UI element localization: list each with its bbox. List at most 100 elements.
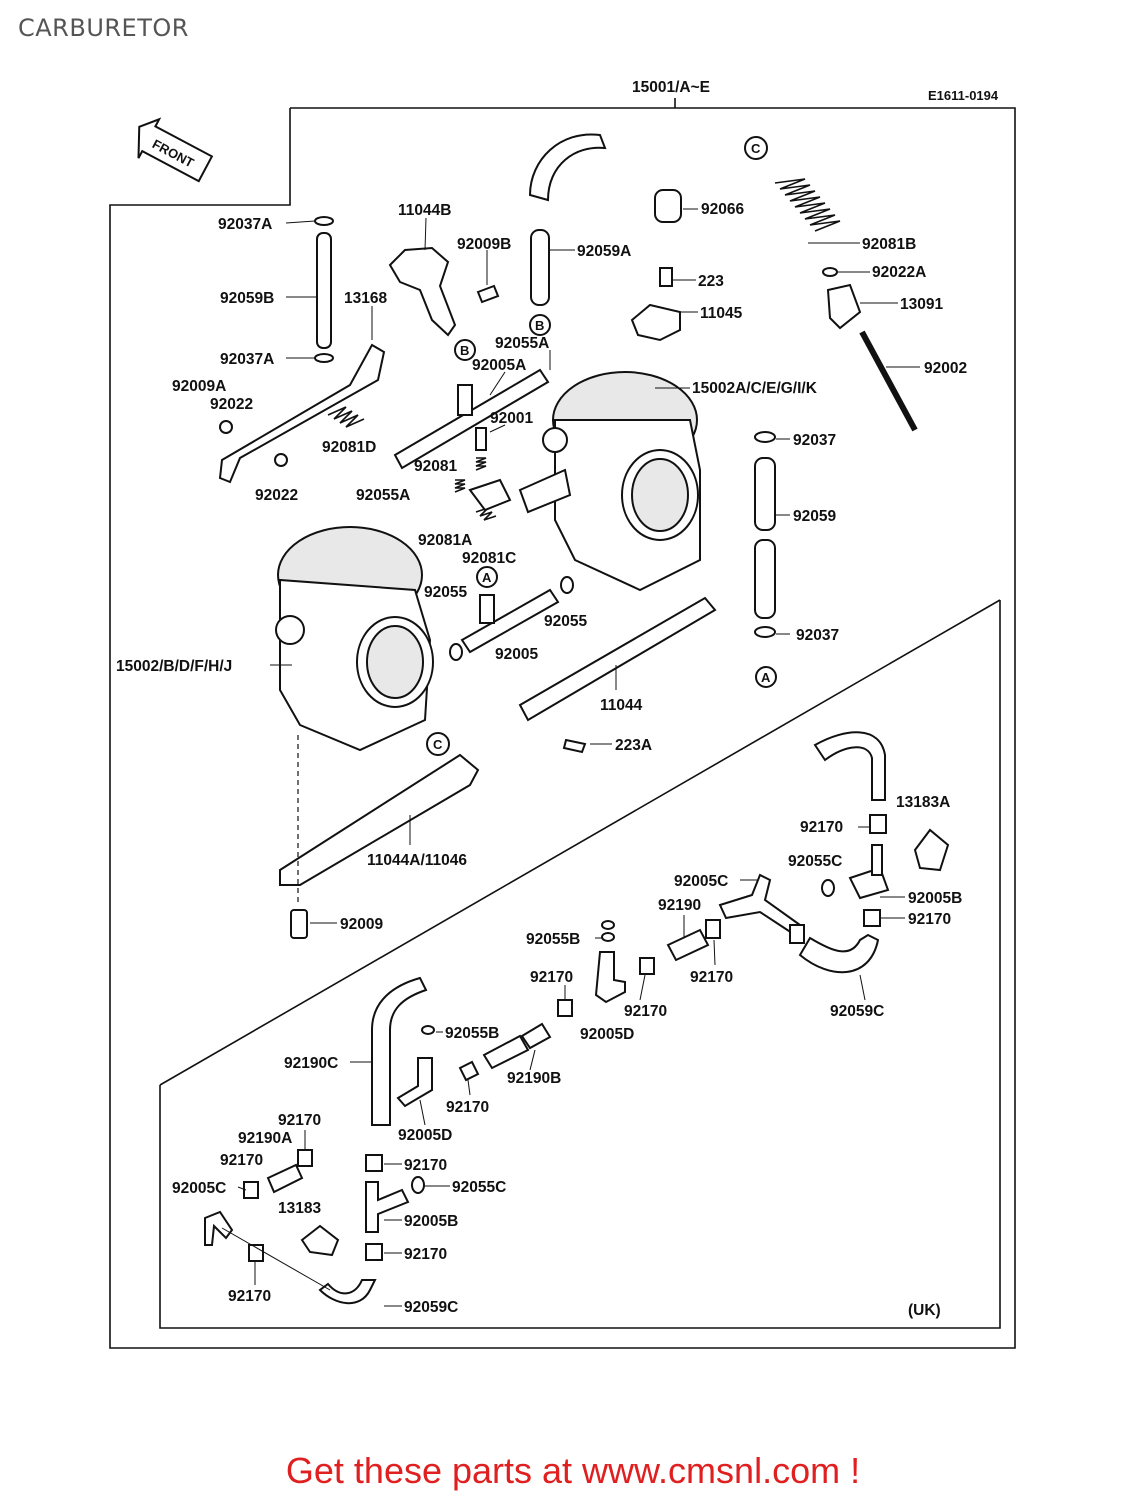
label-92005b-1: 92005B xyxy=(908,890,962,907)
hose-92059c-1 xyxy=(798,933,880,974)
label-92005b-2: 92005B xyxy=(404,1213,458,1230)
label-92066: 92066 xyxy=(701,201,744,218)
label-92059c-2: 92059C xyxy=(404,1299,458,1316)
label-92170-3: 92170 xyxy=(690,969,733,986)
clip-13183a xyxy=(913,828,950,872)
clip-13183 xyxy=(300,1224,340,1257)
label-92037a-1: 92037A xyxy=(218,216,272,233)
label-92055c-2: 92055C xyxy=(452,1179,506,1196)
cap-92066 xyxy=(654,189,682,223)
label-92001: 92001 xyxy=(490,410,533,427)
label-92022-2: 92022 xyxy=(255,487,298,504)
label-92081a: 92081A xyxy=(418,532,472,549)
label-92170-8: 92170 xyxy=(220,1152,263,1169)
label-13091: 13091 xyxy=(900,296,943,313)
label-92170-2: 92170 xyxy=(908,911,951,928)
hose-uk-upper xyxy=(813,731,886,801)
part-11045 xyxy=(630,303,681,342)
label-92190b: 92190B xyxy=(507,1070,561,1087)
marker-letter: C xyxy=(433,737,443,752)
label-92022a: 92022A xyxy=(872,264,926,281)
label-92081c: 92081C xyxy=(462,550,516,567)
part-13091 xyxy=(826,283,862,330)
plate-11044a xyxy=(279,753,480,886)
label-15002a: 15002A/C/E/G/I/K xyxy=(692,380,818,397)
label-92059c-1: 92059C xyxy=(830,1003,884,1020)
tee-92005d-2 xyxy=(396,1057,433,1108)
label-92055b-1: 92055B xyxy=(526,931,580,948)
label-92055-2: 92055 xyxy=(544,613,587,630)
marker-letter: B xyxy=(535,318,544,333)
label-92055-1: 92055 xyxy=(424,584,467,601)
label-92009b: 92009B xyxy=(457,236,511,253)
label-92190: 92190 xyxy=(658,897,701,914)
bracket-11044b xyxy=(388,246,457,337)
label-92170-11: 92170 xyxy=(228,1288,271,1305)
label-92005: 92005 xyxy=(495,646,538,663)
drawing-code: E1611-0194 xyxy=(928,88,999,103)
carburetor-left xyxy=(275,526,434,752)
hose-92059c-2 xyxy=(318,1279,377,1305)
label-92009a: 92009A xyxy=(172,378,226,395)
label-92005c-2: 92005C xyxy=(172,1180,226,1197)
label-92190a: 92190A xyxy=(238,1130,292,1147)
label-11044: 11044 xyxy=(600,697,643,714)
label-13168: 13168 xyxy=(344,290,387,307)
label-11044a: 11044A/11046 xyxy=(367,852,467,869)
label-15002b: 15002/B/D/F/H/J xyxy=(116,658,232,675)
label-223a: 223A xyxy=(615,737,652,754)
carburetor-exploded-diagram: 15001/A~E E1611-0194 FRONT C xyxy=(109,79,1016,1349)
link-bar-11044 xyxy=(518,596,717,722)
label-92055a-2: 92055A xyxy=(356,487,410,504)
buy-parts-link[interactable]: Get these parts at www.cmsnl.com ! xyxy=(285,1450,861,1491)
marker-letter: A xyxy=(482,570,492,585)
label-92037-2: 92037 xyxy=(796,627,839,644)
label-11045: 11045 xyxy=(700,305,743,322)
tee-92005d-1 xyxy=(594,951,626,1004)
label-92055b-2: 92055B xyxy=(445,1025,499,1042)
label-92170-1: 92170 xyxy=(800,819,843,836)
label-92170-5: 92170 xyxy=(624,1003,667,1020)
tpipe-92005 xyxy=(460,588,560,654)
label-92170-4: 92170 xyxy=(530,969,573,986)
page-title: CARBURETOR xyxy=(18,14,189,42)
label-92190c: 92190C xyxy=(284,1055,338,1072)
ypiece-92005c xyxy=(718,873,802,937)
shaft-92005a xyxy=(393,368,550,470)
label-92009: 92009 xyxy=(340,916,383,933)
label-13183: 13183 xyxy=(278,1200,321,1217)
label-92005a: 92005A xyxy=(472,357,526,374)
tube-92059 xyxy=(754,457,776,531)
elbow-92005c-2 xyxy=(204,1210,234,1246)
label-11044b: 11044B xyxy=(398,202,451,219)
label-92081d: 92081D xyxy=(322,439,376,456)
label-13183a: 13183A xyxy=(896,794,950,811)
label-92170-10: 92170 xyxy=(404,1246,447,1263)
label-92005c-1: 92005C xyxy=(674,873,728,890)
spring-92081b xyxy=(774,178,841,232)
label-92059b: 92059B xyxy=(220,290,274,307)
outer-frame xyxy=(109,107,1016,1349)
label-92005d-2: 92005D xyxy=(398,1127,452,1144)
hose-92190c xyxy=(371,976,428,1126)
uk-subframe xyxy=(159,600,1001,1329)
leader-lines xyxy=(237,208,920,1307)
label-92037a-2: 92037A xyxy=(220,351,274,368)
carburetor-right xyxy=(518,371,701,592)
label-92022-1: 92022 xyxy=(210,396,253,413)
label-223: 223 xyxy=(698,273,724,290)
region-note: (UK) xyxy=(908,1302,941,1319)
label-92081: 92081 xyxy=(414,458,457,475)
label-92170-6: 92170 xyxy=(446,1099,489,1116)
part-labels: 92037A 11044B 92009B 92066 92059A 92081B… xyxy=(116,201,967,1319)
label-92055c-1: 92055C xyxy=(788,853,842,870)
tube-92059b xyxy=(316,232,332,349)
marker-letter: B xyxy=(460,343,469,358)
label-92055a-1: 92055A xyxy=(495,335,549,352)
hose-upper xyxy=(528,133,607,202)
front-arrow: FRONT xyxy=(137,117,214,183)
label-92059: 92059 xyxy=(793,508,836,525)
tee-92005b-2 xyxy=(365,1181,410,1233)
label-92170-9: 92170 xyxy=(404,1157,447,1174)
label-92059a: 92059A xyxy=(577,243,631,260)
